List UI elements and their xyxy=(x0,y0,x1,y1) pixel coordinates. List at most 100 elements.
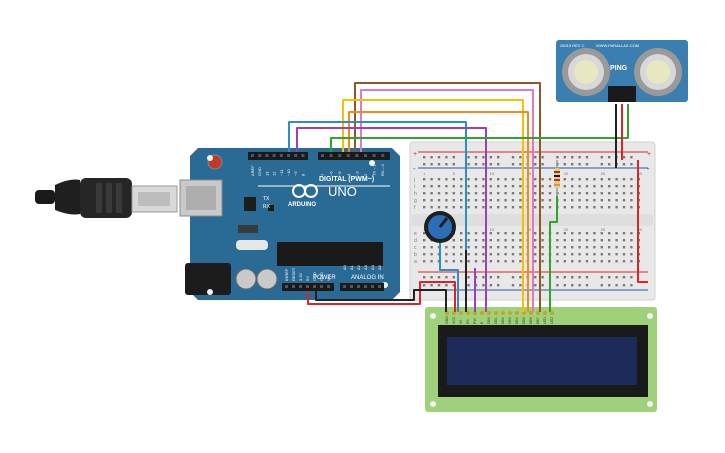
bb-hole[interactable] xyxy=(474,185,478,188)
bb-hole[interactable] xyxy=(630,239,633,242)
bb-hole[interactable] xyxy=(519,232,522,235)
bb-hole[interactable] xyxy=(489,239,492,242)
bb-hole[interactable] xyxy=(511,156,515,159)
bb-hole[interactable] xyxy=(511,185,515,188)
bb-hole[interactable] xyxy=(452,284,455,287)
bb-hole[interactable] xyxy=(489,276,492,279)
bb-hole[interactable] xyxy=(548,206,552,209)
bb-hole[interactable] xyxy=(430,260,433,263)
bb-hole[interactable] xyxy=(423,276,426,279)
bb-hole[interactable] xyxy=(622,199,626,202)
bb-hole[interactable] xyxy=(578,239,581,242)
lcd-pin[interactable] xyxy=(459,311,463,315)
bb-hole[interactable] xyxy=(548,178,552,181)
bb-hole[interactable] xyxy=(630,156,633,159)
power-pin[interactable] xyxy=(313,285,316,288)
analog-pin[interactable] xyxy=(357,285,360,288)
bb-hole[interactable] xyxy=(615,199,618,202)
power-pin[interactable] xyxy=(285,285,288,288)
bb-hole[interactable] xyxy=(430,156,433,159)
bb-hole[interactable] xyxy=(608,232,611,235)
bb-hole[interactable] xyxy=(452,260,455,263)
bb-hole[interactable] xyxy=(489,206,492,209)
bb-hole[interactable] xyxy=(482,156,485,159)
header-pin[interactable] xyxy=(372,154,376,157)
bb-hole[interactable] xyxy=(541,163,544,166)
bb-hole[interactable] xyxy=(482,206,485,209)
bb-hole[interactable] xyxy=(489,232,492,235)
bb-hole[interactable] xyxy=(600,232,603,235)
bb-hole[interactable] xyxy=(608,276,611,279)
bb-hole[interactable] xyxy=(467,199,470,202)
power-pin[interactable] xyxy=(320,285,323,288)
bb-hole[interactable] xyxy=(571,232,574,235)
bb-hole[interactable] xyxy=(585,178,589,181)
bb-hole[interactable] xyxy=(571,163,574,166)
bb-hole[interactable] xyxy=(608,178,611,181)
bb-hole[interactable] xyxy=(585,260,589,263)
bb-hole[interactable] xyxy=(571,178,574,181)
bb-hole[interactable] xyxy=(504,206,507,209)
power-pin[interactable] xyxy=(306,285,309,288)
bb-hole[interactable] xyxy=(622,206,626,209)
bb-hole[interactable] xyxy=(534,199,537,202)
bb-hole[interactable] xyxy=(467,192,470,195)
bb-hole[interactable] xyxy=(556,253,559,256)
potentiometer[interactable] xyxy=(424,211,456,243)
bb-hole[interactable] xyxy=(423,206,426,209)
bb-hole[interactable] xyxy=(467,163,470,166)
bb-hole[interactable] xyxy=(511,178,515,181)
bb-hole[interactable] xyxy=(556,239,559,242)
bb-hole[interactable] xyxy=(541,284,544,287)
bb-hole[interactable] xyxy=(519,284,522,287)
bb-hole[interactable] xyxy=(541,199,544,202)
bb-hole[interactable] xyxy=(430,253,433,256)
bb-hole[interactable] xyxy=(571,156,574,159)
bb-hole[interactable] xyxy=(600,239,603,242)
bb-hole[interactable] xyxy=(534,284,537,287)
bb-hole[interactable] xyxy=(489,163,492,166)
bb-hole[interactable] xyxy=(460,185,463,188)
bb-hole[interactable] xyxy=(563,239,566,242)
bb-hole[interactable] xyxy=(489,246,492,249)
bb-hole[interactable] xyxy=(600,192,603,195)
bb-hole[interactable] xyxy=(430,276,433,279)
bb-hole[interactable] xyxy=(460,246,463,249)
bb-hole[interactable] xyxy=(497,185,500,188)
bb-hole[interactable] xyxy=(534,192,537,195)
bb-hole[interactable] xyxy=(630,192,633,195)
bb-hole[interactable] xyxy=(622,185,626,188)
bb-hole[interactable] xyxy=(445,192,448,195)
bb-hole[interactable] xyxy=(482,260,485,263)
bb-hole[interactable] xyxy=(423,185,426,188)
bb-hole[interactable] xyxy=(578,246,581,249)
bb-hole[interactable] xyxy=(578,192,581,195)
bb-hole[interactable] xyxy=(489,260,492,263)
bb-hole[interactable] xyxy=(519,163,522,166)
bb-hole[interactable] xyxy=(474,192,478,195)
bb-hole[interactable] xyxy=(467,253,470,256)
bb-hole[interactable] xyxy=(504,178,507,181)
bb-hole[interactable] xyxy=(622,246,626,249)
bb-hole[interactable] xyxy=(571,253,574,256)
bb-hole[interactable] xyxy=(430,163,433,166)
bb-hole[interactable] xyxy=(615,178,618,181)
bb-hole[interactable] xyxy=(445,276,448,279)
bb-hole[interactable] xyxy=(452,185,455,188)
bb-hole[interactable] xyxy=(534,276,537,279)
bb-hole[interactable] xyxy=(474,239,478,242)
bb-hole[interactable] xyxy=(504,192,507,195)
bb-hole[interactable] xyxy=(571,199,574,202)
bb-hole[interactable] xyxy=(630,178,633,181)
bb-hole[interactable] xyxy=(563,156,566,159)
bb-hole[interactable] xyxy=(474,232,478,235)
bb-hole[interactable] xyxy=(467,246,470,249)
bb-hole[interactable] xyxy=(541,232,544,235)
bb-hole[interactable] xyxy=(430,192,433,195)
bb-hole[interactable] xyxy=(474,156,478,159)
bb-hole[interactable] xyxy=(489,185,492,188)
bb-hole[interactable] xyxy=(460,206,463,209)
bb-hole[interactable] xyxy=(541,276,544,279)
bb-hole[interactable] xyxy=(600,163,603,166)
bb-hole[interactable] xyxy=(474,163,478,166)
